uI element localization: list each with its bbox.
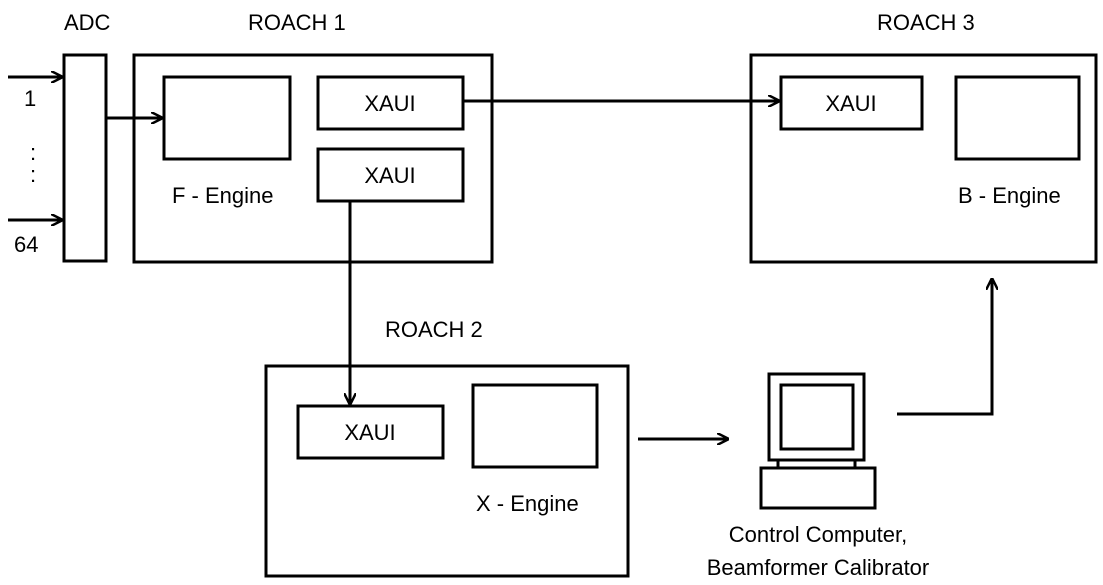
input-dots-upper: : — [30, 140, 36, 165]
roach1-xaui-top-label: XAUI — [364, 91, 415, 116]
f-engine-block — [162, 75, 292, 161]
computer-icon — [759, 372, 877, 510]
roach3-xaui — [779, 75, 924, 131]
computer-to-roach3-arrow — [897, 279, 992, 416]
roach3-xaui-label: XAUI — [825, 91, 876, 116]
b-engine-block — [954, 75, 1081, 161]
roach1-xaui-bottom — [316, 147, 465, 203]
f-engine-label: F - Engine — [172, 183, 274, 208]
x-engine-label: X - Engine — [476, 491, 579, 516]
roach1-label: ROACH 1 — [248, 10, 346, 35]
roach2-xaui — [296, 404, 445, 460]
computer-label-line2: Beamformer Calibrator — [707, 555, 930, 580]
roach1-xaui-top — [316, 75, 465, 131]
roach1-xaui-bottom-label: XAUI — [364, 163, 415, 188]
roach3-board — [749, 53, 1098, 264]
input-label-last: 64 — [14, 232, 38, 257]
input-label-first: 1 — [24, 86, 36, 111]
computer-label-line1: Control Computer, — [729, 522, 908, 547]
b-engine-label: B - Engine — [958, 183, 1061, 208]
roach2-label: ROACH 2 — [385, 317, 483, 342]
roach2-board — [264, 364, 630, 578]
adc-label: ADC — [64, 10, 111, 35]
input-dots-lower: : — [30, 162, 36, 187]
roach3-label: ROACH 3 — [877, 10, 975, 35]
roach1-board — [132, 53, 494, 264]
x-engine-block — [471, 383, 599, 469]
adc-block — [62, 53, 108, 263]
roach2-xaui-label: XAUI — [344, 420, 395, 445]
